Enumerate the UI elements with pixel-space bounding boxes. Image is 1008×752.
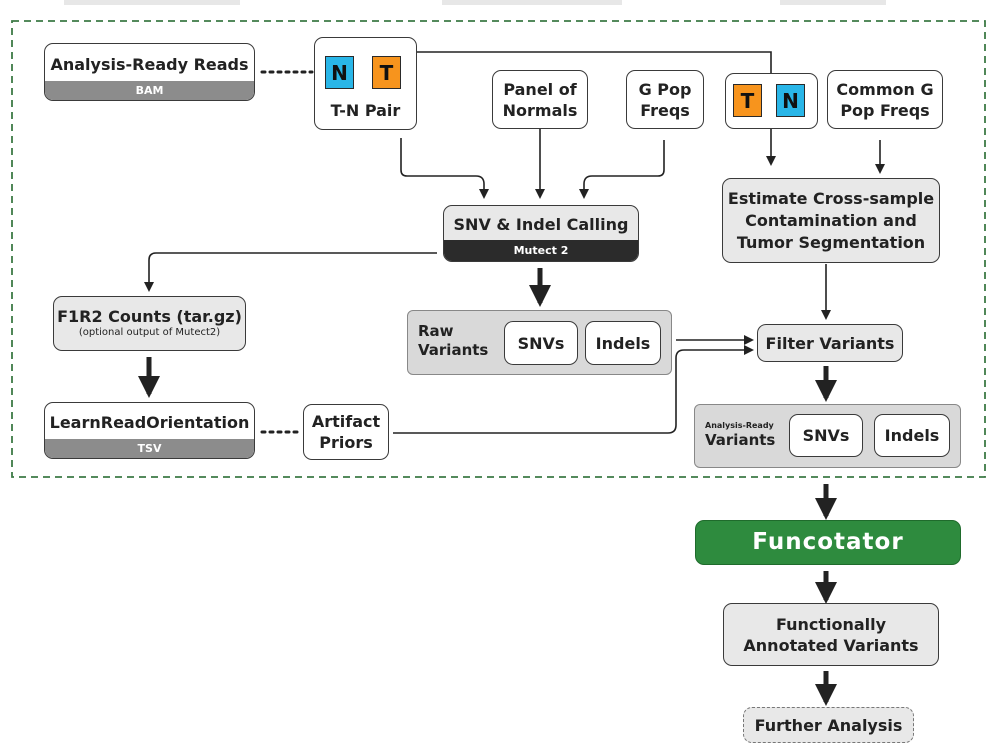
panel-of-normals-node: Panel of Normals [492, 70, 588, 129]
tn-pair-tumor-tile: T [372, 56, 401, 89]
pipeline-region [11, 20, 986, 478]
analysis-ready-variants-label: Analysis-Ready Variants [705, 421, 776, 449]
learn-read-orientation-tag: TSV [45, 439, 254, 458]
snv-indel-calling-title: SNV & Indel Calling [453, 215, 629, 234]
learn-read-orientation-node: LearnReadOrientation TSV [44, 402, 255, 459]
estimate-contamination-node: Estimate Cross-sample Contamination and … [722, 178, 940, 263]
analysis-ready-reads-tag: BAM [45, 81, 254, 100]
tn-pair-normal-tile: N [325, 56, 354, 89]
raw-variants-indels: Indels [585, 321, 661, 365]
funcotator-node: Funcotator [695, 520, 961, 565]
snv-indel-calling-node: SNV & Indel Calling Mutect 2 [443, 205, 639, 262]
f1r2-counts-subtitle: (optional output of Mutect2) [78, 327, 221, 338]
artifact-priors-node: Artifact Priors [303, 404, 389, 460]
learn-read-orientation-title: LearnReadOrientation [49, 413, 250, 432]
snv-indel-calling-tag: Mutect 2 [444, 240, 638, 261]
tn-tiles-normal-tile: N [776, 84, 805, 117]
analysis-ready-reads-title: Analysis-Ready Reads [50, 55, 249, 74]
analysis-ready-reads-node: Analysis-Ready Reads BAM [44, 43, 255, 101]
f1r2-counts-node: F1R2 Counts (tar.gz) (optional output of… [53, 296, 246, 351]
analysis-ready-variants-snvs: SNVs [789, 414, 863, 457]
raw-variants-snvs: SNVs [504, 321, 578, 365]
further-analysis-node: Further Analysis [743, 707, 914, 743]
analysis-ready-variants-indels: Indels [874, 414, 950, 457]
filter-variants-node: Filter Variants [757, 324, 903, 362]
tn-pair-label: T-N Pair [330, 101, 401, 120]
raw-variants-label: Raw Variants [418, 322, 489, 359]
common-g-pop-freqs-node: Common G Pop Freqs [827, 70, 943, 129]
g-pop-freqs-node: G Pop Freqs [626, 70, 704, 129]
functionally-annotated-node: Functionally Annotated Variants [723, 603, 939, 666]
tn-tiles-tumor-tile: T [733, 84, 762, 117]
